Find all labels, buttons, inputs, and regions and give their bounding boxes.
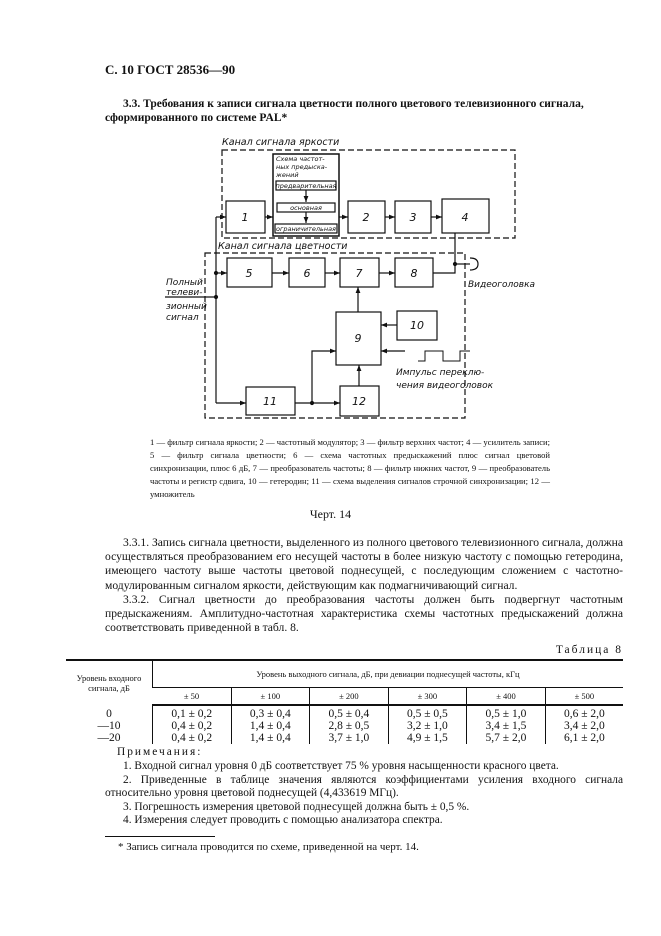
table-label: Таблица 8 [555, 644, 623, 657]
footnote-divider [105, 835, 215, 837]
row-header: Уровень входного сигнала, дБ [66, 659, 153, 706]
pulse-waveform-icon [418, 350, 470, 362]
preemph-title: жений [275, 171, 299, 179]
column-header: ± 100 [230, 687, 310, 707]
value-cell: 0,1 ± 0,2 [152, 705, 232, 721]
note-item: 1. Входной сигнал уровня 0 дБ соответств… [123, 760, 559, 773]
preemph-title: Схема частот- [276, 155, 325, 163]
value-cell: 3,7 ± 1,0 [309, 732, 389, 745]
block-3-label: 3 [410, 211, 417, 224]
value-cell: 0,6 ± 2,0 [544, 705, 623, 721]
preemph-sub: основная [290, 204, 322, 212]
column-header: ± 200 [309, 687, 389, 707]
luma-channel-label: Канал сигнала яркости [222, 137, 339, 148]
input-level-cell: 0 [106, 707, 112, 720]
figure-legend: 1 — фильтр сигнала яркости; 2 — частотны… [150, 437, 550, 499]
block-4-label: 4 [462, 211, 469, 224]
pulse-label: Импульс переклю- [396, 368, 484, 378]
column-header: ± 500 [544, 687, 623, 707]
column-header: ± 400 [466, 687, 546, 707]
footnote: * Запись сигнала проводится по схеме, пр… [118, 840, 419, 853]
videohead-label: Видеоголовка [468, 280, 535, 290]
block-6-label: 6 [304, 267, 311, 280]
group-header: Уровень выходного сигнала, дБ, при девиа… [152, 659, 623, 688]
pulse-label: чения видеоголовок [396, 381, 494, 391]
text-flow: 1 — фильтр сигнала яркости; 2 — частотны… [0, 436, 661, 854]
column-header: ± 50 [152, 687, 232, 707]
value-cell: 3,4 ± 1,5 [466, 720, 546, 733]
note-item: 4. Измерения следует проводить с помощью… [123, 814, 443, 827]
column-header: ± 300 [387, 687, 467, 707]
chroma-channel-label: Канал сигнала цветности [218, 241, 347, 252]
block-12-label: 12 [352, 395, 366, 408]
value-cell: 0,4 ± 0,2 [152, 720, 232, 733]
value-cell: 0,3 ± 0,4 [230, 705, 310, 721]
block-8-label: 8 [411, 267, 418, 280]
input-label: зионный [166, 302, 207, 312]
table-8: Уровень входного сигнала, дБ Уровень вых… [66, 659, 623, 745]
videohead-icon [469, 257, 479, 271]
block-1-label: 1 [242, 211, 249, 224]
value-cell: 4,9 ± 1,5 [387, 732, 467, 745]
value-cell: 5,7 ± 2,0 [466, 732, 546, 745]
value-cell: 0,4 ± 0,2 [152, 732, 232, 745]
value-cell: 1,4 ± 0,4 [230, 720, 310, 733]
block-2-label: 2 [363, 211, 370, 224]
value-cell: 6,1 ± 2,0 [544, 732, 623, 745]
preemph-sub: предварительная [276, 182, 337, 190]
value-cell: 2,8 ± 0,5 [309, 720, 389, 733]
block-10-label: 10 [410, 319, 424, 332]
notes-title: Примечания: [117, 746, 203, 759]
value-cell: 1,4 ± 0,4 [230, 732, 310, 745]
block-5-label: 5 [246, 267, 253, 280]
preemph-title: ных предыска- [276, 163, 328, 171]
block-11-label: 11 [263, 395, 277, 408]
block-9-label: 9 [355, 332, 362, 345]
value-cell: 0,5 ± 0,5 [387, 705, 467, 721]
input-level-cell: —20 [97, 732, 121, 745]
page-header: С. 10 ГОСТ 28536—90 [105, 62, 236, 77]
preemphasis-block [272, 153, 340, 237]
paragraph-3-3-2: 3.3.2. Сигнал цветности до преобразовани… [105, 592, 623, 635]
luma-channel-frame [221, 149, 516, 239]
value-cell: 3,2 ± 1,0 [387, 720, 467, 733]
value-cell: 3,4 ± 2,0 [544, 720, 623, 733]
note-item: 2. Приведенные в таблице значения являют… [105, 773, 623, 800]
section-heading: 3.3. Требования к записи сигнала цветнос… [105, 98, 584, 124]
note-item: 3. Погрешность измерения цветовой поднес… [123, 800, 470, 813]
chroma-channel-frame [204, 252, 466, 419]
paragraph-3-3-1: 3.3.1. Запись сигнала цветности, выделен… [105, 536, 623, 592]
input-label: телеви- [166, 288, 202, 298]
figure-label: Черт. 14 [309, 507, 352, 521]
value-cell: 0,5 ± 1,0 [466, 705, 546, 721]
preemph-sub: ограничительная [276, 225, 336, 233]
notes: Примечания: 1. Входной сигнал уровня 0 д… [105, 746, 623, 828]
input-label: сигнал [166, 313, 199, 323]
input-level-cell: —10 [97, 720, 121, 733]
input-label: Полный [166, 278, 203, 288]
block-diagram: Канал сигнала яркости Канал сигнала цвет… [165, 137, 535, 419]
block-7-label: 7 [356, 267, 363, 280]
value-cell: 0,5 ± 0,4 [309, 705, 389, 721]
